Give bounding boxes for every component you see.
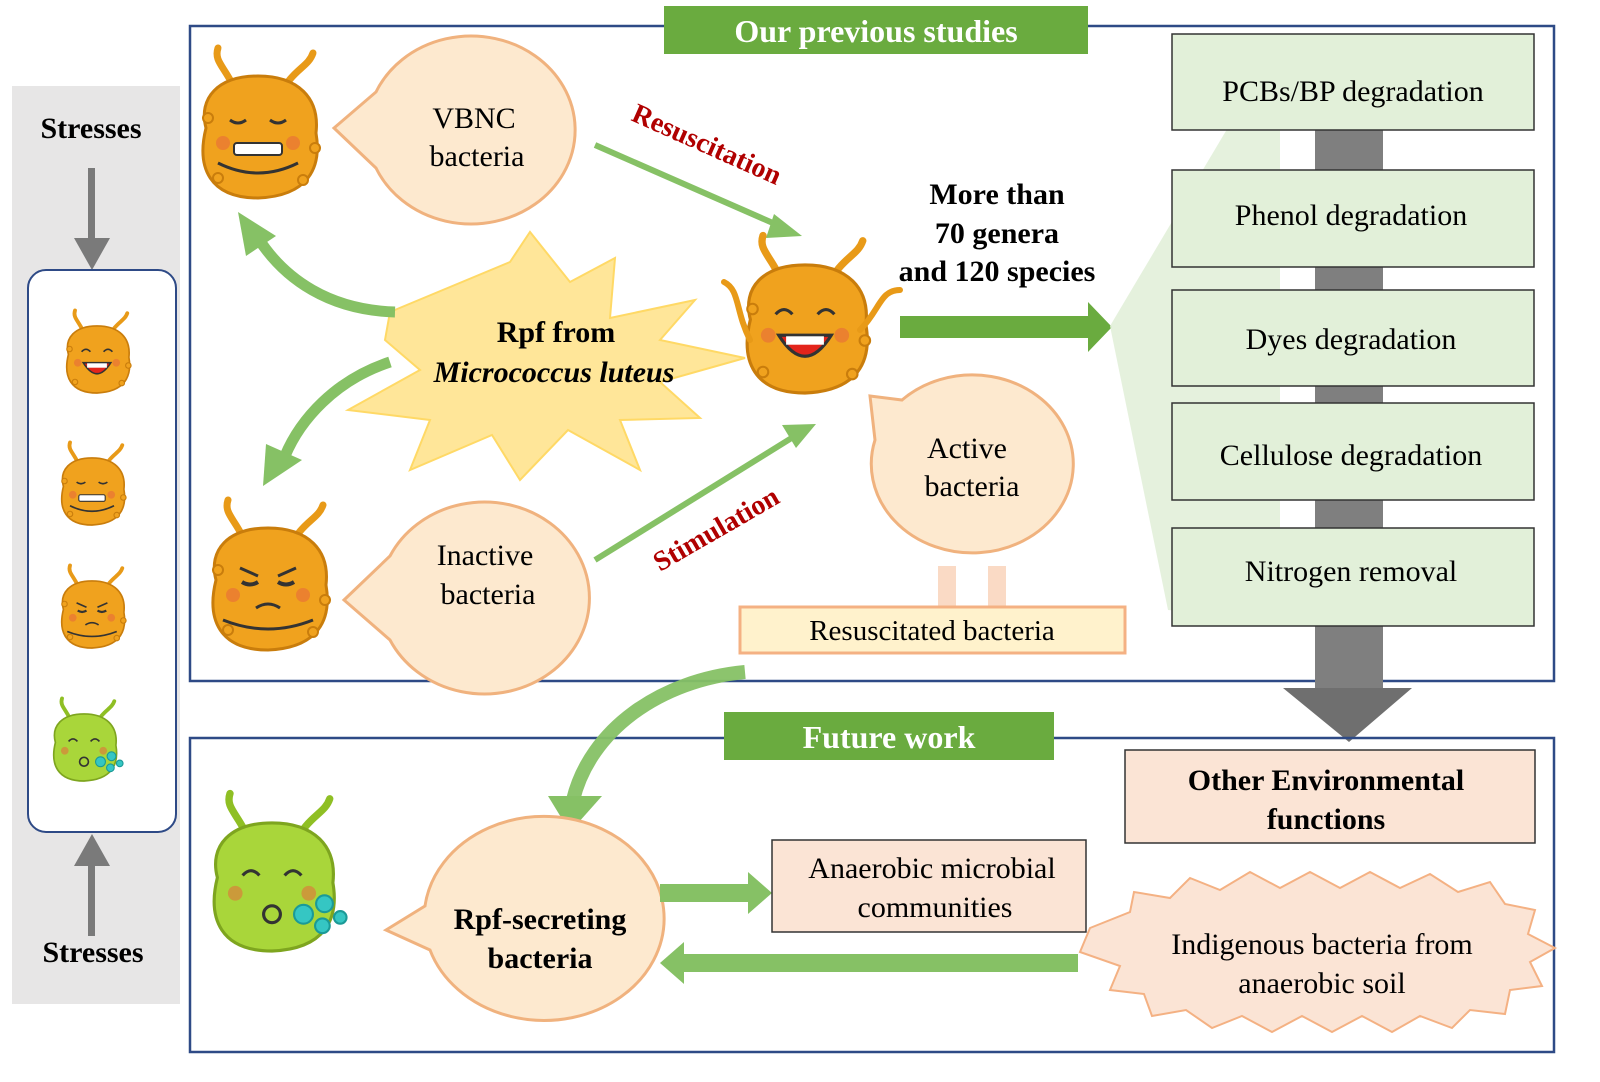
previous-studies-banner — [664, 6, 1088, 54]
resuscitation-arrow — [593, 142, 802, 238]
inactive-label-2: bacteria — [441, 578, 536, 611]
active-bacterium — [747, 236, 870, 394]
previous-studies-title: Our previous studies — [734, 13, 1017, 49]
vbnc-bubble — [331, 34, 577, 226]
other-functions-label-2: functions — [1267, 803, 1385, 836]
genera-line-2: 70 genera — [935, 217, 1059, 250]
function-label-2: Phenol degradation — [1235, 199, 1467, 232]
indigenous-starburst — [1078, 870, 1558, 1034]
active-label-2: bacteria — [925, 470, 1020, 503]
future-work-banner — [724, 712, 1054, 760]
function-label-1: PCBs/BP degradation — [1222, 75, 1483, 108]
rpf-secreting-bacterium — [214, 794, 346, 952]
function-box-4: Cellulose degradation — [1171, 402, 1535, 501]
gray-arrow-down — [74, 168, 110, 270]
active-bubble — [868, 373, 1075, 555]
resuscitated-pillar-left — [938, 566, 956, 608]
resuscitation-label: Resuscitation — [627, 98, 786, 192]
active-bacterium-arms — [721, 279, 903, 343]
other-functions-box — [1124, 749, 1536, 844]
function-box-2: Phenol degradation — [1171, 169, 1535, 268]
stimulation-label: Stimulation — [648, 481, 785, 578]
stresses-top-label: Stresses — [40, 112, 141, 145]
rpf-secreting-label-2: bacteria — [488, 942, 593, 975]
gray-arrow-up — [74, 834, 110, 936]
function-label-5: Nitrogen removal — [1245, 555, 1457, 588]
genera-line-1: More than — [929, 178, 1065, 211]
rpf-secreting-label-1: Rpf-secreting — [454, 903, 627, 936]
genera-line-3: and 120 species — [899, 255, 1096, 288]
rpf-starburst — [344, 230, 746, 482]
function-box-3: Dyes degradation — [1171, 289, 1535, 387]
stimulation-arrow — [593, 424, 816, 563]
functions-down-arrow — [1283, 688, 1412, 742]
resuscitated-pillar-right — [988, 566, 1006, 608]
resuscitated-box — [738, 605, 1127, 655]
resuscitated-to-future-arrow — [548, 665, 746, 832]
anaerobic-communities-box — [771, 839, 1087, 933]
rpf-title-1: Rpf from — [497, 316, 616, 349]
vbnc-label-2: bacteria — [430, 140, 525, 173]
inactive-bubble — [341, 500, 591, 696]
resuscitated-label: Resuscitated bacteria — [809, 615, 1055, 647]
indigenous-label-2: anaerobic soil — [1238, 967, 1405, 1000]
inactive-bacterium — [213, 500, 330, 650]
other-functions-label-1: Other Environmental — [1188, 764, 1464, 797]
rpf-secreting-bubble — [382, 814, 666, 1022]
rpf-title-2: Micrococcus luteus — [433, 356, 675, 389]
rpf-to-vbnc-arrow — [238, 212, 396, 318]
rpf-to-inactive-arrow — [263, 356, 392, 486]
bacteria-stack — [27, 269, 177, 833]
future-work-title: Future work — [803, 719, 976, 755]
to-functions-arrow — [900, 302, 1112, 352]
active-label-1: Active — [927, 432, 1007, 465]
function-label-3: Dyes degradation — [1246, 323, 1457, 356]
function-label-4: Cellulose degradation — [1220, 439, 1482, 472]
function-box-1: PCBs/BP degradation — [1171, 33, 1535, 131]
anaerobic-label-2: communities — [858, 891, 1013, 924]
vbnc-label-1: VBNC — [432, 102, 515, 135]
function-box-5: Nitrogen removal — [1171, 527, 1535, 627]
from-indigenous-arrow — [660, 942, 1078, 984]
anaerobic-label-1: Anaerobic microbial — [808, 852, 1055, 885]
indigenous-label-1: Indigenous bacteria from — [1171, 928, 1473, 961]
stresses-bottom-label: Stresses — [42, 936, 143, 969]
vbnc-bacterium — [203, 48, 320, 198]
inactive-label-1: Inactive — [437, 539, 534, 572]
to-anaerobic-arrow — [660, 872, 772, 914]
